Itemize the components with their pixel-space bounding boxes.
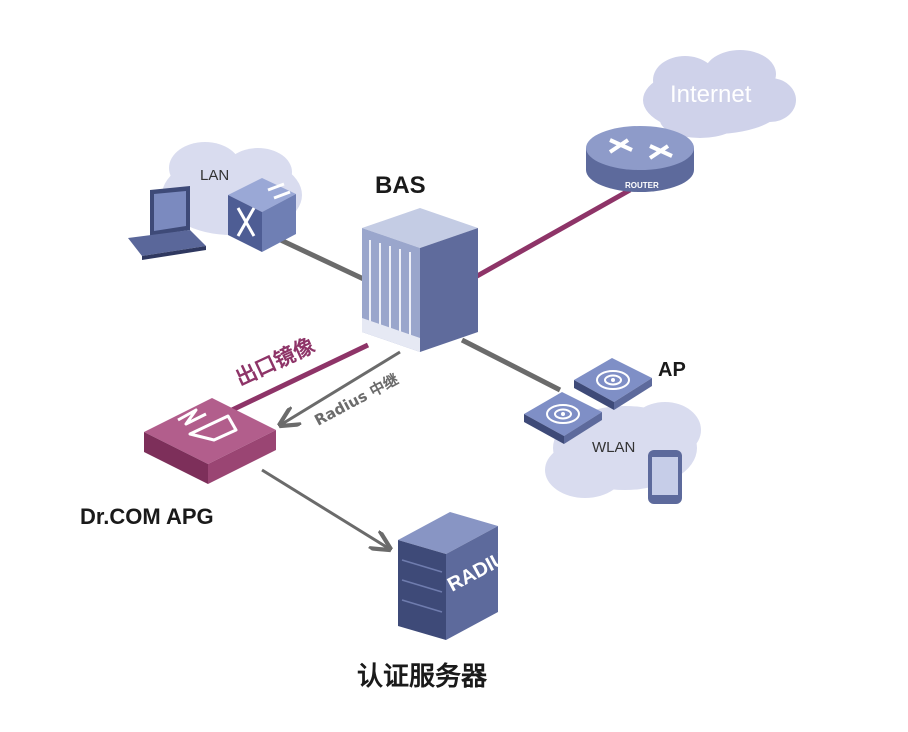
radius-server-icon xyxy=(398,512,498,640)
bas-label: BAS xyxy=(375,172,426,199)
link-bas-ap xyxy=(460,337,562,393)
link-apg-radius xyxy=(261,468,388,548)
auth-server-label: 认证服务器 xyxy=(357,662,488,692)
links xyxy=(230,187,632,548)
link-lan-bas xyxy=(268,232,372,285)
apg-device-icon xyxy=(144,398,276,484)
ap-icon-right xyxy=(574,358,652,410)
ap-icon-left xyxy=(524,392,602,444)
apg-label: Dr.COM APG xyxy=(80,504,214,529)
ap-label: AP xyxy=(658,359,686,381)
phone-icon xyxy=(648,450,682,504)
internet-label: Internet xyxy=(670,81,752,108)
link-radius-relay xyxy=(282,350,401,424)
wlan-label: WLAN xyxy=(592,439,635,456)
link-mirror xyxy=(230,342,370,413)
mirror-label: 出口镜像 xyxy=(232,333,319,391)
router-label: ROUTER xyxy=(625,181,659,190)
bas-chassis-icon xyxy=(362,208,478,352)
internet-cloud-icon xyxy=(628,50,796,160)
router-icon xyxy=(586,126,694,192)
laptop-icon xyxy=(128,186,206,260)
lan-label: LAN xyxy=(200,167,229,184)
lan-switch-icon xyxy=(228,178,296,252)
link-bas-router xyxy=(468,187,632,283)
